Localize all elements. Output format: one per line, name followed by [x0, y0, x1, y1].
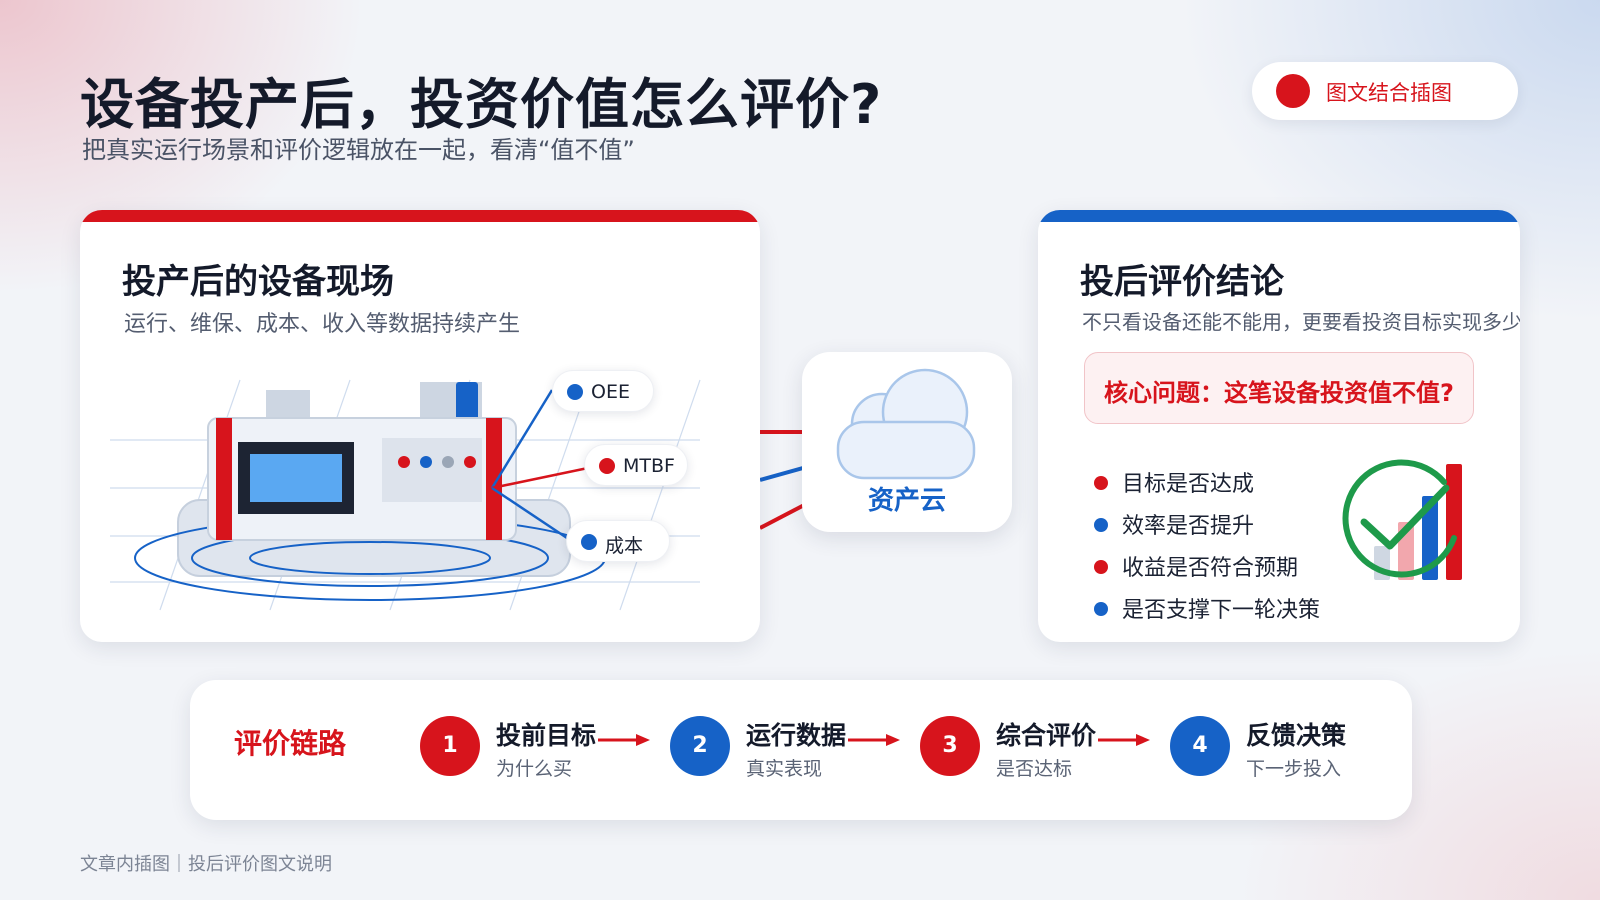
step-number: 2	[670, 716, 730, 776]
step-title: 运行数据	[746, 721, 847, 750]
left-card-title: 投产后的设备现场	[122, 262, 394, 302]
asset-cloud-hub: 资产云	[802, 352, 1012, 532]
cloud-icon	[836, 368, 976, 480]
status-light-icon	[442, 456, 454, 468]
blue-dot-icon	[581, 534, 597, 550]
chain-step-3: 3 综合评价 是否达标	[920, 716, 1120, 780]
blue-dot-icon	[567, 384, 583, 400]
chain-title: 评价链路	[234, 727, 347, 760]
step-title: 综合评价	[996, 721, 1097, 750]
red-dot-icon	[599, 458, 615, 474]
step-subtitle: 是否达标	[996, 758, 1073, 780]
metric-label: OEE	[591, 381, 630, 403]
step-number: 3	[920, 716, 980, 776]
red-dot-icon	[1094, 476, 1108, 490]
equipment-illustration	[110, 379, 701, 611]
check-label: 目标是否达成	[1122, 472, 1255, 497]
status-light-icon	[420, 456, 432, 468]
card-accent-bar	[80, 210, 760, 222]
red-dot-icon	[1094, 560, 1108, 574]
chain-step-1: 1 投前目标 为什么买	[420, 716, 620, 780]
step-subtitle: 为什么买	[496, 758, 573, 780]
arrow-right-icon	[848, 734, 900, 746]
right-card-subtitle: 不只看设备还能不能用，更要看投资目标实现多少	[1082, 310, 1520, 334]
control-panel	[382, 438, 482, 502]
hub-label: 资产云	[867, 486, 946, 516]
connector-line-blue	[760, 464, 810, 482]
growth-check-icon	[1342, 459, 1462, 580]
check-label: 是否支撑下一轮决策	[1122, 598, 1321, 623]
machine-screen	[250, 454, 342, 502]
chain-step-2: 2 运行数据 真实表现	[670, 716, 870, 780]
metric-link-mtbf	[491, 466, 589, 490]
right-card-title: 投后评价结论	[1080, 262, 1284, 302]
step-subtitle: 真实表现	[746, 758, 823, 780]
core-question: 核心问题：这笔设备投资值不值?	[1104, 379, 1454, 407]
metric-pill-mtbf: MTBF	[584, 444, 688, 486]
arrow-right-icon	[598, 734, 650, 746]
machine-red-stripe	[486, 418, 502, 540]
connector-line-red	[760, 500, 810, 530]
metric-label: 成本	[605, 535, 644, 557]
left-card-subtitle: 运行、维保、成本、收入等数据持续产生	[124, 312, 521, 337]
red-dot-icon	[1276, 74, 1310, 108]
card-accent-bar	[1038, 210, 1520, 222]
page-title: 设备投产后，投资价值怎么评价?	[80, 73, 883, 136]
step-number: 4	[1170, 716, 1230, 776]
evaluation-chain: 评价链路 1 投前目标 为什么买 2 运行数据 真实表现 3 综合评价 是否达标…	[190, 680, 1412, 820]
metric-link-cost	[491, 486, 571, 542]
check-label: 效率是否提升	[1122, 514, 1255, 539]
step-title: 反馈决策	[1246, 721, 1347, 750]
step-subtitle: 下一步投入	[1246, 758, 1342, 780]
status-light-icon	[464, 456, 476, 468]
machine-indicator	[456, 382, 478, 420]
blue-dot-icon	[1094, 518, 1108, 532]
step-number: 1	[420, 716, 480, 776]
blue-dot-icon	[1094, 602, 1108, 616]
status-light-icon	[398, 456, 410, 468]
chain-step-4: 4 反馈决策 下一步投入	[1170, 716, 1370, 780]
machine-red-stripe	[216, 418, 232, 540]
metric-pill-oee: OEE	[552, 370, 654, 412]
connector-lines	[760, 430, 810, 530]
illustration-badge: 图文结合插图	[1252, 62, 1518, 120]
page-subtitle: 把真实运行场景和评价逻辑放在一起，看清“值不值”	[82, 136, 635, 164]
metric-link-oee	[490, 389, 554, 489]
step-title: 投前目标	[496, 721, 597, 750]
core-question-box: 核心问题：这笔设备投资值不值?	[1084, 352, 1474, 424]
metric-pill-cost: 成本	[566, 520, 670, 562]
arrow-right-icon	[1098, 734, 1150, 746]
check-label: 收益是否符合预期	[1122, 556, 1299, 581]
evaluation-conclusion-card: 投后评价结论 不只看设备还能不能用，更要看投资目标实现多少 核心问题：这笔设备投…	[1038, 210, 1520, 642]
badge-label: 图文结合插图	[1326, 81, 1452, 105]
machine-top-box	[266, 390, 310, 422]
equipment-site-card: 投产后的设备现场 运行、维保、成本、收入等数据持续产生	[80, 210, 760, 642]
footer-caption: 文章内插图｜投后评价图文说明	[80, 854, 332, 875]
metric-label: MTBF	[623, 455, 675, 477]
